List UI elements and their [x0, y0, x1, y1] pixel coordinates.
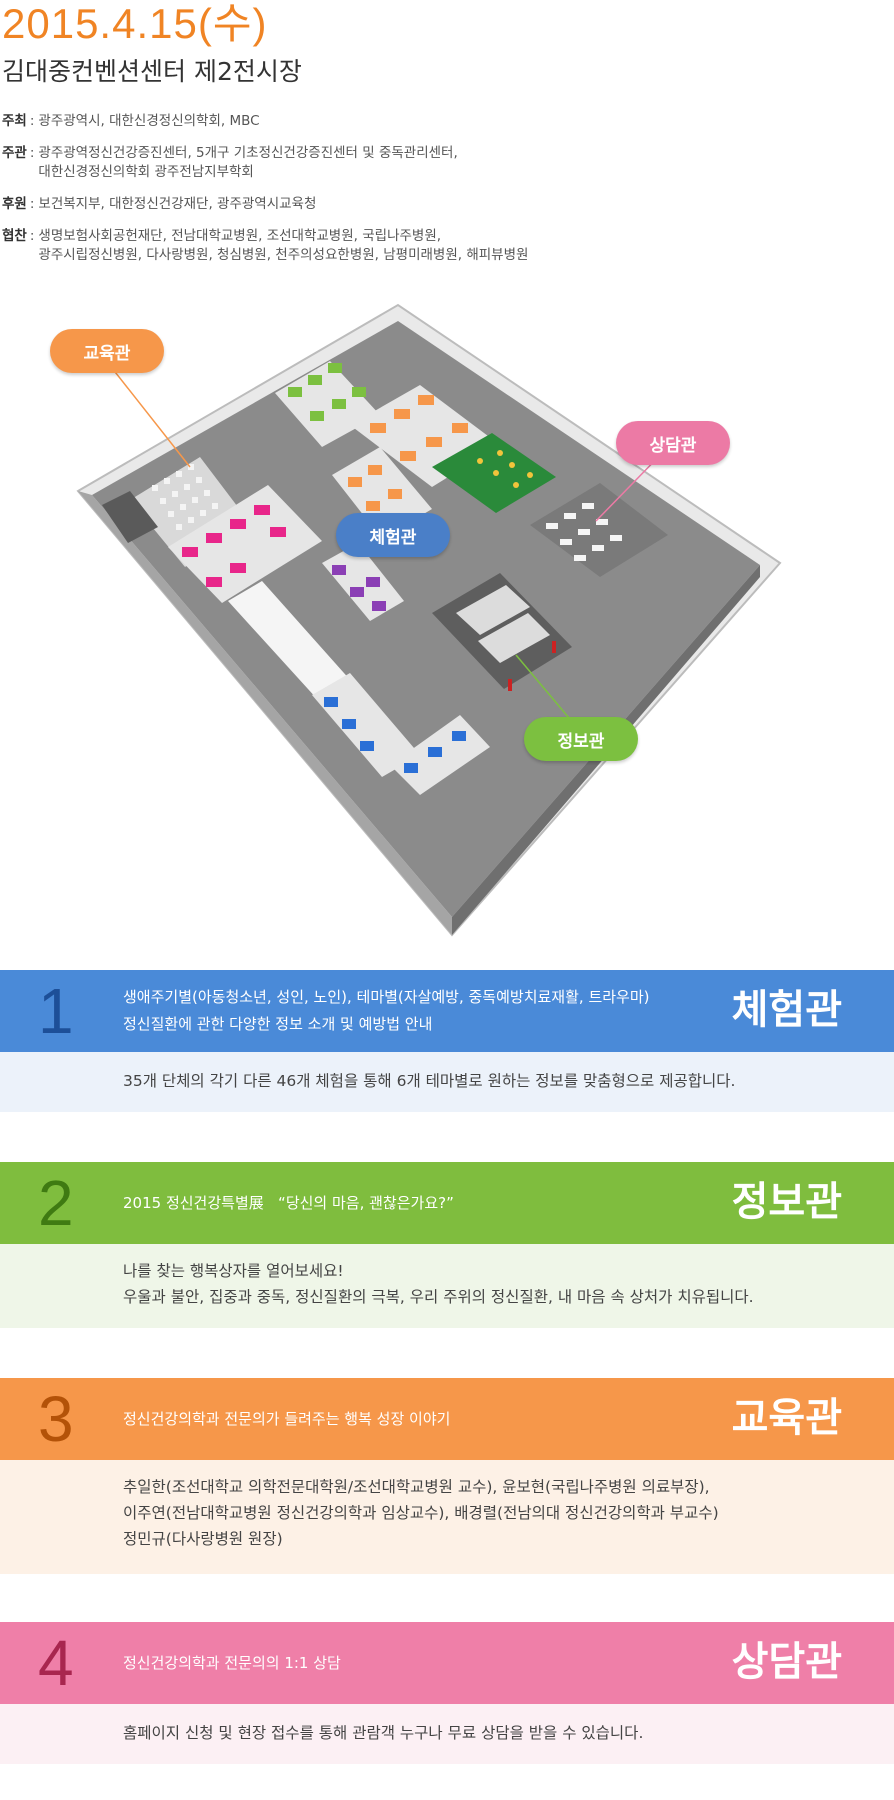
map-label-counsel: 상담관	[616, 421, 730, 465]
info-value: 생명보험사회공헌재단, 전남대학교병원, 조선대학교병원, 국립나주병원,	[38, 228, 442, 244]
event-venue: 김대중컨벤션센터 제2전시장	[2, 57, 302, 86]
section-number: 3	[38, 1383, 74, 1455]
section-number: 1	[38, 975, 74, 1047]
info-row-sponsor: 후원: 보건복지부, 대한정신건강재단, 광주광역시교육청	[2, 196, 317, 212]
info-value: 보건복지부, 대한정신건강재단, 광주광역시교육청	[38, 196, 317, 212]
section-band: 3 정신건강의학과 전문의가 들려주는 행복 성장 이야기 교육관	[0, 1378, 894, 1460]
section-headline: 정신질환에 관한 다양한 정보 소개 및 예방법 안내	[123, 1015, 433, 1033]
section-description: 나를 찾는 행복상자를 열어보세요!	[123, 1262, 344, 1280]
info-value: 광주시립정신병원, 다사랑병원, 청심병원, 천주의성요한병원, 남평미래병원,…	[38, 247, 529, 263]
info-label: 협찬	[2, 228, 27, 244]
section-description: 홈페이지 신청 및 현장 접수를 통해 관람객 누구나 무료 상담을 받을 수 …	[123, 1724, 644, 1742]
section-band: 2 2015 정신건강특별展 “당신의 마음, 괜찮은가요?” 정보관	[0, 1162, 894, 1244]
section-info: 2 2015 정신건강특별展 “당신의 마음, 괜찮은가요?” 정보관 나를 찾…	[0, 1162, 894, 1328]
event-date: 2015.4.15(수)	[2, 0, 268, 47]
info-row-supporter: 협찬: 생명보험사회공헌재단, 전남대학교병원, 조선대학교병원, 국립나주병원…	[2, 228, 529, 263]
section-education: 3 정신건강의학과 전문의가 들려주는 행복 성장 이야기 교육관 추일한(조선…	[0, 1378, 894, 1574]
section-body: 나를 찾는 행복상자를 열어보세요! 우울과 불안, 집중과 중독, 정신질환의…	[0, 1244, 894, 1328]
info-row-host: 주최: 광주광역시, 대한신경정신의학회, MBC	[2, 113, 260, 129]
section-description: 추일한(조선대학교 의학전문대학원/조선대학교병원 교수), 윤보현(국립나주병…	[123, 1478, 710, 1496]
map-label-education: 교육관	[50, 329, 164, 373]
section-title: 상담관	[731, 1639, 842, 1685]
info-value: 광주광역시, 대한신경정신의학회, MBC	[38, 113, 260, 129]
section-headline: 정신건강의학과 전문의가 들려주는 행복 성장 이야기	[123, 1410, 451, 1428]
section-number: 4	[38, 1627, 74, 1699]
section-headline: 정신건강의학과 전문의의 1:1 상담	[123, 1654, 341, 1672]
info-value: 광주광역정신건강증진센터, 5개구 기초정신건강증진센터 및 중독관리센터,	[38, 145, 458, 161]
section-description: 우울과 불안, 집중과 중독, 정신질환의 극복, 우리 주위의 정신질환, 내…	[123, 1288, 754, 1306]
section-description: 35개 단체의 각기 다른 46개 체험을 통해 6개 테마별로 원하는 정보를…	[123, 1072, 736, 1090]
section-counsel: 4 정신건강의학과 전문의의 1:1 상담 상담관 홈페이지 신청 및 현장 접…	[0, 1622, 894, 1764]
info-value: 대한신경정신의학회 광주전남지부학회	[38, 164, 254, 180]
section-experience: 1 생애주기별(아동청소년, 성인, 노인), 테마별(자살예방, 중독예방치료…	[0, 970, 894, 1112]
event-info: 주최: 광주광역시, 대한신경정신의학회, MBC 주관: 광주광역정신건강증진…	[2, 112, 528, 278]
section-title: 체험관	[731, 987, 842, 1033]
section-title: 교육관	[731, 1395, 842, 1441]
section-body: 홈페이지 신청 및 현장 접수를 통해 관람객 누구나 무료 상담을 받을 수 …	[0, 1704, 894, 1764]
info-label: 주관	[2, 145, 27, 161]
section-headline: 생애주기별(아동청소년, 성인, 노인), 테마별(자살예방, 중독예방치료재활…	[123, 988, 650, 1006]
section-description: 정민규(다사랑병원 원장)	[123, 1530, 283, 1548]
section-band: 1 생애주기별(아동청소년, 성인, 노인), 테마별(자살예방, 중독예방치료…	[0, 970, 894, 1052]
section-headline: 2015 정신건강특별展 “당신의 마음, 괜찮은가요?”	[123, 1194, 454, 1212]
section-band: 4 정신건강의학과 전문의의 1:1 상담 상담관	[0, 1622, 894, 1704]
section-title: 정보관	[731, 1179, 842, 1225]
map-label-experience: 체험관	[336, 513, 450, 557]
section-body: 추일한(조선대학교 의학전문대학원/조선대학교병원 교수), 윤보현(국립나주병…	[0, 1460, 894, 1574]
info-label: 주최	[2, 113, 27, 129]
section-body: 35개 단체의 각기 다른 46개 체험을 통해 6개 테마별로 원하는 정보를…	[0, 1052, 894, 1112]
map-label-info: 정보관	[524, 717, 638, 761]
info-label: 후원	[2, 196, 27, 212]
info-row-organizer: 주관: 광주광역정신건강증진센터, 5개구 기초정신건강증진센터 및 중독관리센…	[2, 145, 458, 180]
section-number: 2	[38, 1167, 74, 1239]
section-description: 이주연(전남대학교병원 정신건강의학과 임상교수), 배경렬(전남의대 정신건강…	[123, 1504, 719, 1522]
floor-map-illustration	[76, 303, 782, 937]
floor-map: 교육관 체험관 상담관 정보관	[50, 295, 800, 945]
